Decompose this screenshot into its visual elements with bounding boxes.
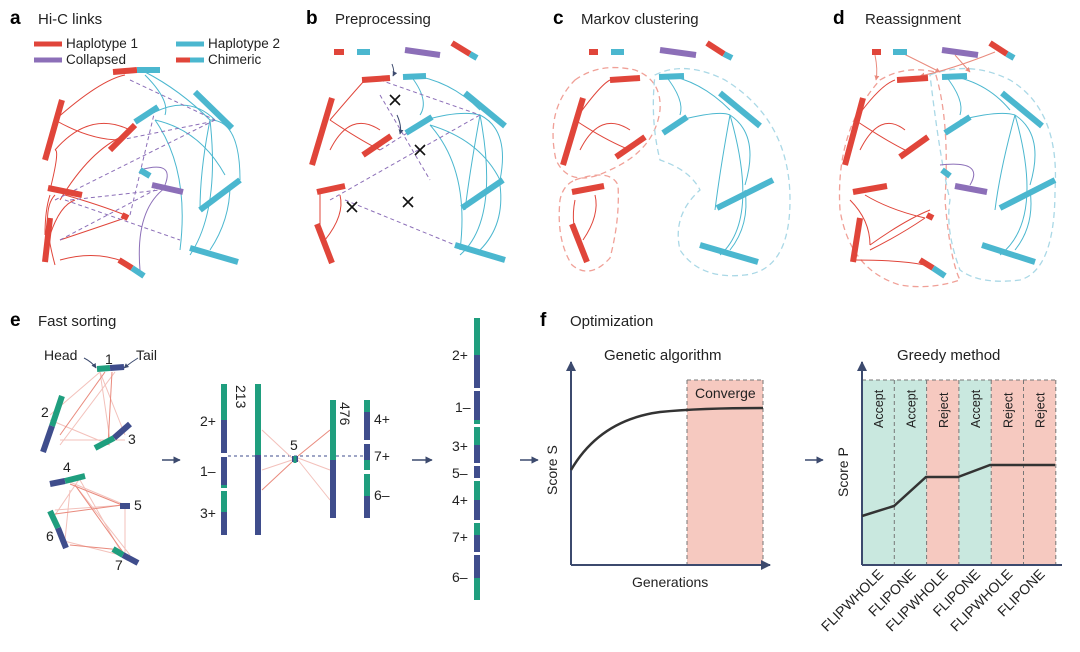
head-label: Head xyxy=(44,347,77,363)
head-arrow xyxy=(83,357,97,369)
panel-e: e Fast sorting Head Tail xyxy=(10,310,480,600)
panel-d-title: Reassignment xyxy=(865,11,962,28)
greedy-decision-label: Accept xyxy=(904,389,918,428)
greedy-column-accept xyxy=(894,380,927,565)
final-label-4: 4+ xyxy=(452,492,468,508)
panel-a-links xyxy=(44,71,241,271)
panel-b-split-arrows xyxy=(391,63,404,135)
final-label-7: 7+ xyxy=(452,529,468,545)
node-label-2: 2 xyxy=(41,404,49,420)
genetic-score-curve xyxy=(569,406,764,471)
sorting-contigs xyxy=(40,364,140,566)
panel-e-letter: e xyxy=(10,310,21,331)
panel-d-contigs xyxy=(842,40,1057,279)
legend-haplotype1-label: Haplotype 1 xyxy=(66,36,138,51)
node-label-4: 4 xyxy=(63,459,71,475)
final-label-5: 5– xyxy=(452,465,468,481)
panel-d-cluster-outlines xyxy=(838,67,1057,288)
panel-e-title: Fast sorting xyxy=(38,313,116,330)
node-label-3: 3 xyxy=(128,431,136,447)
tail-label: Tail xyxy=(136,347,157,363)
greedy-y-label: Score P xyxy=(835,447,851,497)
panel-c: c Markov clustering xyxy=(552,8,791,277)
final-label-2: 2+ xyxy=(452,347,468,363)
converge-label: Converge xyxy=(695,385,756,401)
legend: Haplotype 1 Collapsed Haplotype 2 Chimer… xyxy=(34,36,280,67)
panel-d-links xyxy=(849,74,1036,266)
group1-label-2: 2+ xyxy=(200,413,216,429)
genetic-x-label: Generations xyxy=(632,574,708,590)
panel-a-title: Hi-C links xyxy=(38,11,102,28)
greedy-column-accept xyxy=(958,380,992,565)
panel-a: a Hi-C links Haplotype 1 Collapsed Haplo… xyxy=(10,8,280,279)
greedy-decision-label: Reject xyxy=(1001,392,1015,428)
greedy-columns: AcceptFLIPWHOLEAcceptFLIPONERejectFLIPWH… xyxy=(818,379,1057,634)
greedy-decision-label: Reject xyxy=(1034,392,1048,428)
genetic-y-label: Score S xyxy=(544,445,560,495)
final-label-6: 6– xyxy=(452,569,468,585)
greedy-column-reject xyxy=(926,380,959,565)
panel-b: b Preprocessing xyxy=(306,8,507,265)
panel-b-cross-marks xyxy=(346,94,426,213)
final-label-3: 3+ xyxy=(452,438,468,454)
group2-label-6: 6– xyxy=(374,487,390,503)
panel-c-letter: c xyxy=(553,8,564,29)
genetic-algorithm-plot: Genetic algorithm Converge Score S Gener… xyxy=(544,347,771,590)
node-label-7: 7 xyxy=(115,557,123,573)
panel-f-title: Optimization xyxy=(570,313,653,330)
merged-213-label: 213 xyxy=(233,385,249,409)
greedy-method-plot: Greedy method AcceptFLIPWHOLEAcceptFLIPO… xyxy=(818,347,1062,634)
group2-label-7: 7+ xyxy=(374,448,390,464)
panel-a-letter: a xyxy=(10,8,21,29)
panel-b-dashed-links xyxy=(329,79,481,246)
greedy-column-accept xyxy=(862,380,895,565)
panel-a-contigs xyxy=(42,67,242,279)
sorting-faint-links xyxy=(49,371,131,556)
group2-label-4: 4+ xyxy=(374,411,390,427)
legend-collapsed-label: Collapsed xyxy=(66,52,126,67)
greedy-decision-label: Accept xyxy=(872,389,886,428)
final-label-1: 1– xyxy=(455,399,471,415)
panel-c-links xyxy=(572,74,751,256)
panel-d-reassign-arrows xyxy=(874,51,996,81)
panel-a-dashed-links xyxy=(54,79,216,241)
greedy-decision-label: Reject xyxy=(937,392,951,428)
greedy-score-line xyxy=(861,463,1055,518)
panel-b-contigs xyxy=(309,40,507,265)
merged-476-label: 476 xyxy=(337,402,353,426)
legend-haplotype2-label: Haplotype 2 xyxy=(208,36,280,51)
merge-links xyxy=(228,429,366,501)
panel-c-cluster-outlines xyxy=(552,66,791,277)
node-label-5: 5 xyxy=(134,497,142,513)
panel-f-letter: f xyxy=(540,310,547,331)
panel-b-letter: b xyxy=(306,8,318,29)
panel-f: f Optimization Genetic algorithm Converg… xyxy=(520,310,1062,634)
panel-c-contigs xyxy=(560,40,775,265)
single-5-contig xyxy=(292,456,298,463)
greedy-column-reject xyxy=(1023,380,1056,565)
greedy-title: Greedy method xyxy=(897,347,1000,364)
panel-d-letter: d xyxy=(833,8,845,29)
legend-chimeric-label: Chimeric xyxy=(208,52,262,67)
greedy-decision-label: Accept xyxy=(969,389,983,428)
group1-label-3: 3+ xyxy=(200,505,216,521)
genetic-title: Genetic algorithm xyxy=(604,347,722,364)
single-5-label: 5 xyxy=(290,437,298,453)
node-label-1: 1 xyxy=(105,351,113,367)
panel-b-title: Preprocessing xyxy=(335,11,431,28)
converge-region xyxy=(687,380,763,565)
panel-c-title: Markov clustering xyxy=(581,11,699,28)
tail-arrow xyxy=(123,357,139,369)
panel-d: d Reassignment xyxy=(833,8,1057,288)
node-label-6: 6 xyxy=(46,528,54,544)
group1-label-1: 1– xyxy=(200,463,216,479)
greedy-column-reject xyxy=(991,380,1024,565)
